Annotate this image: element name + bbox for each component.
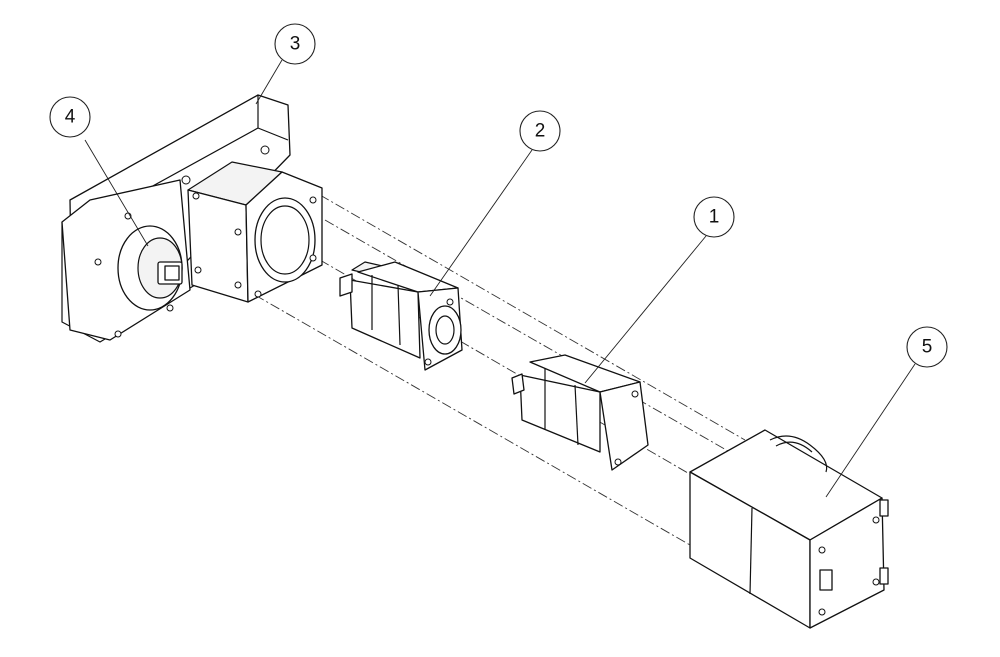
balloon-3-label: 3	[290, 34, 301, 55]
output-flange	[61, 179, 191, 341]
drive-box	[689, 429, 889, 629]
balloon-5: 5	[906, 326, 948, 368]
alignment-lines	[254, 194, 746, 546]
leader-lines	[84, 59, 916, 498]
balloon-5-label: 5	[922, 337, 933, 358]
balloon-1-label: 1	[709, 207, 720, 228]
servo-motor	[511, 354, 649, 471]
gearhead	[339, 261, 463, 371]
balloon-2: 2	[519, 110, 561, 152]
balloon-1: 1	[693, 196, 735, 238]
motor-adapter-block	[187, 161, 323, 303]
balloon-4-label: 4	[65, 107, 76, 128]
balloon-4: 4	[49, 96, 91, 138]
balloon-2-label: 2	[535, 121, 546, 142]
balloon-3: 3	[274, 23, 316, 65]
